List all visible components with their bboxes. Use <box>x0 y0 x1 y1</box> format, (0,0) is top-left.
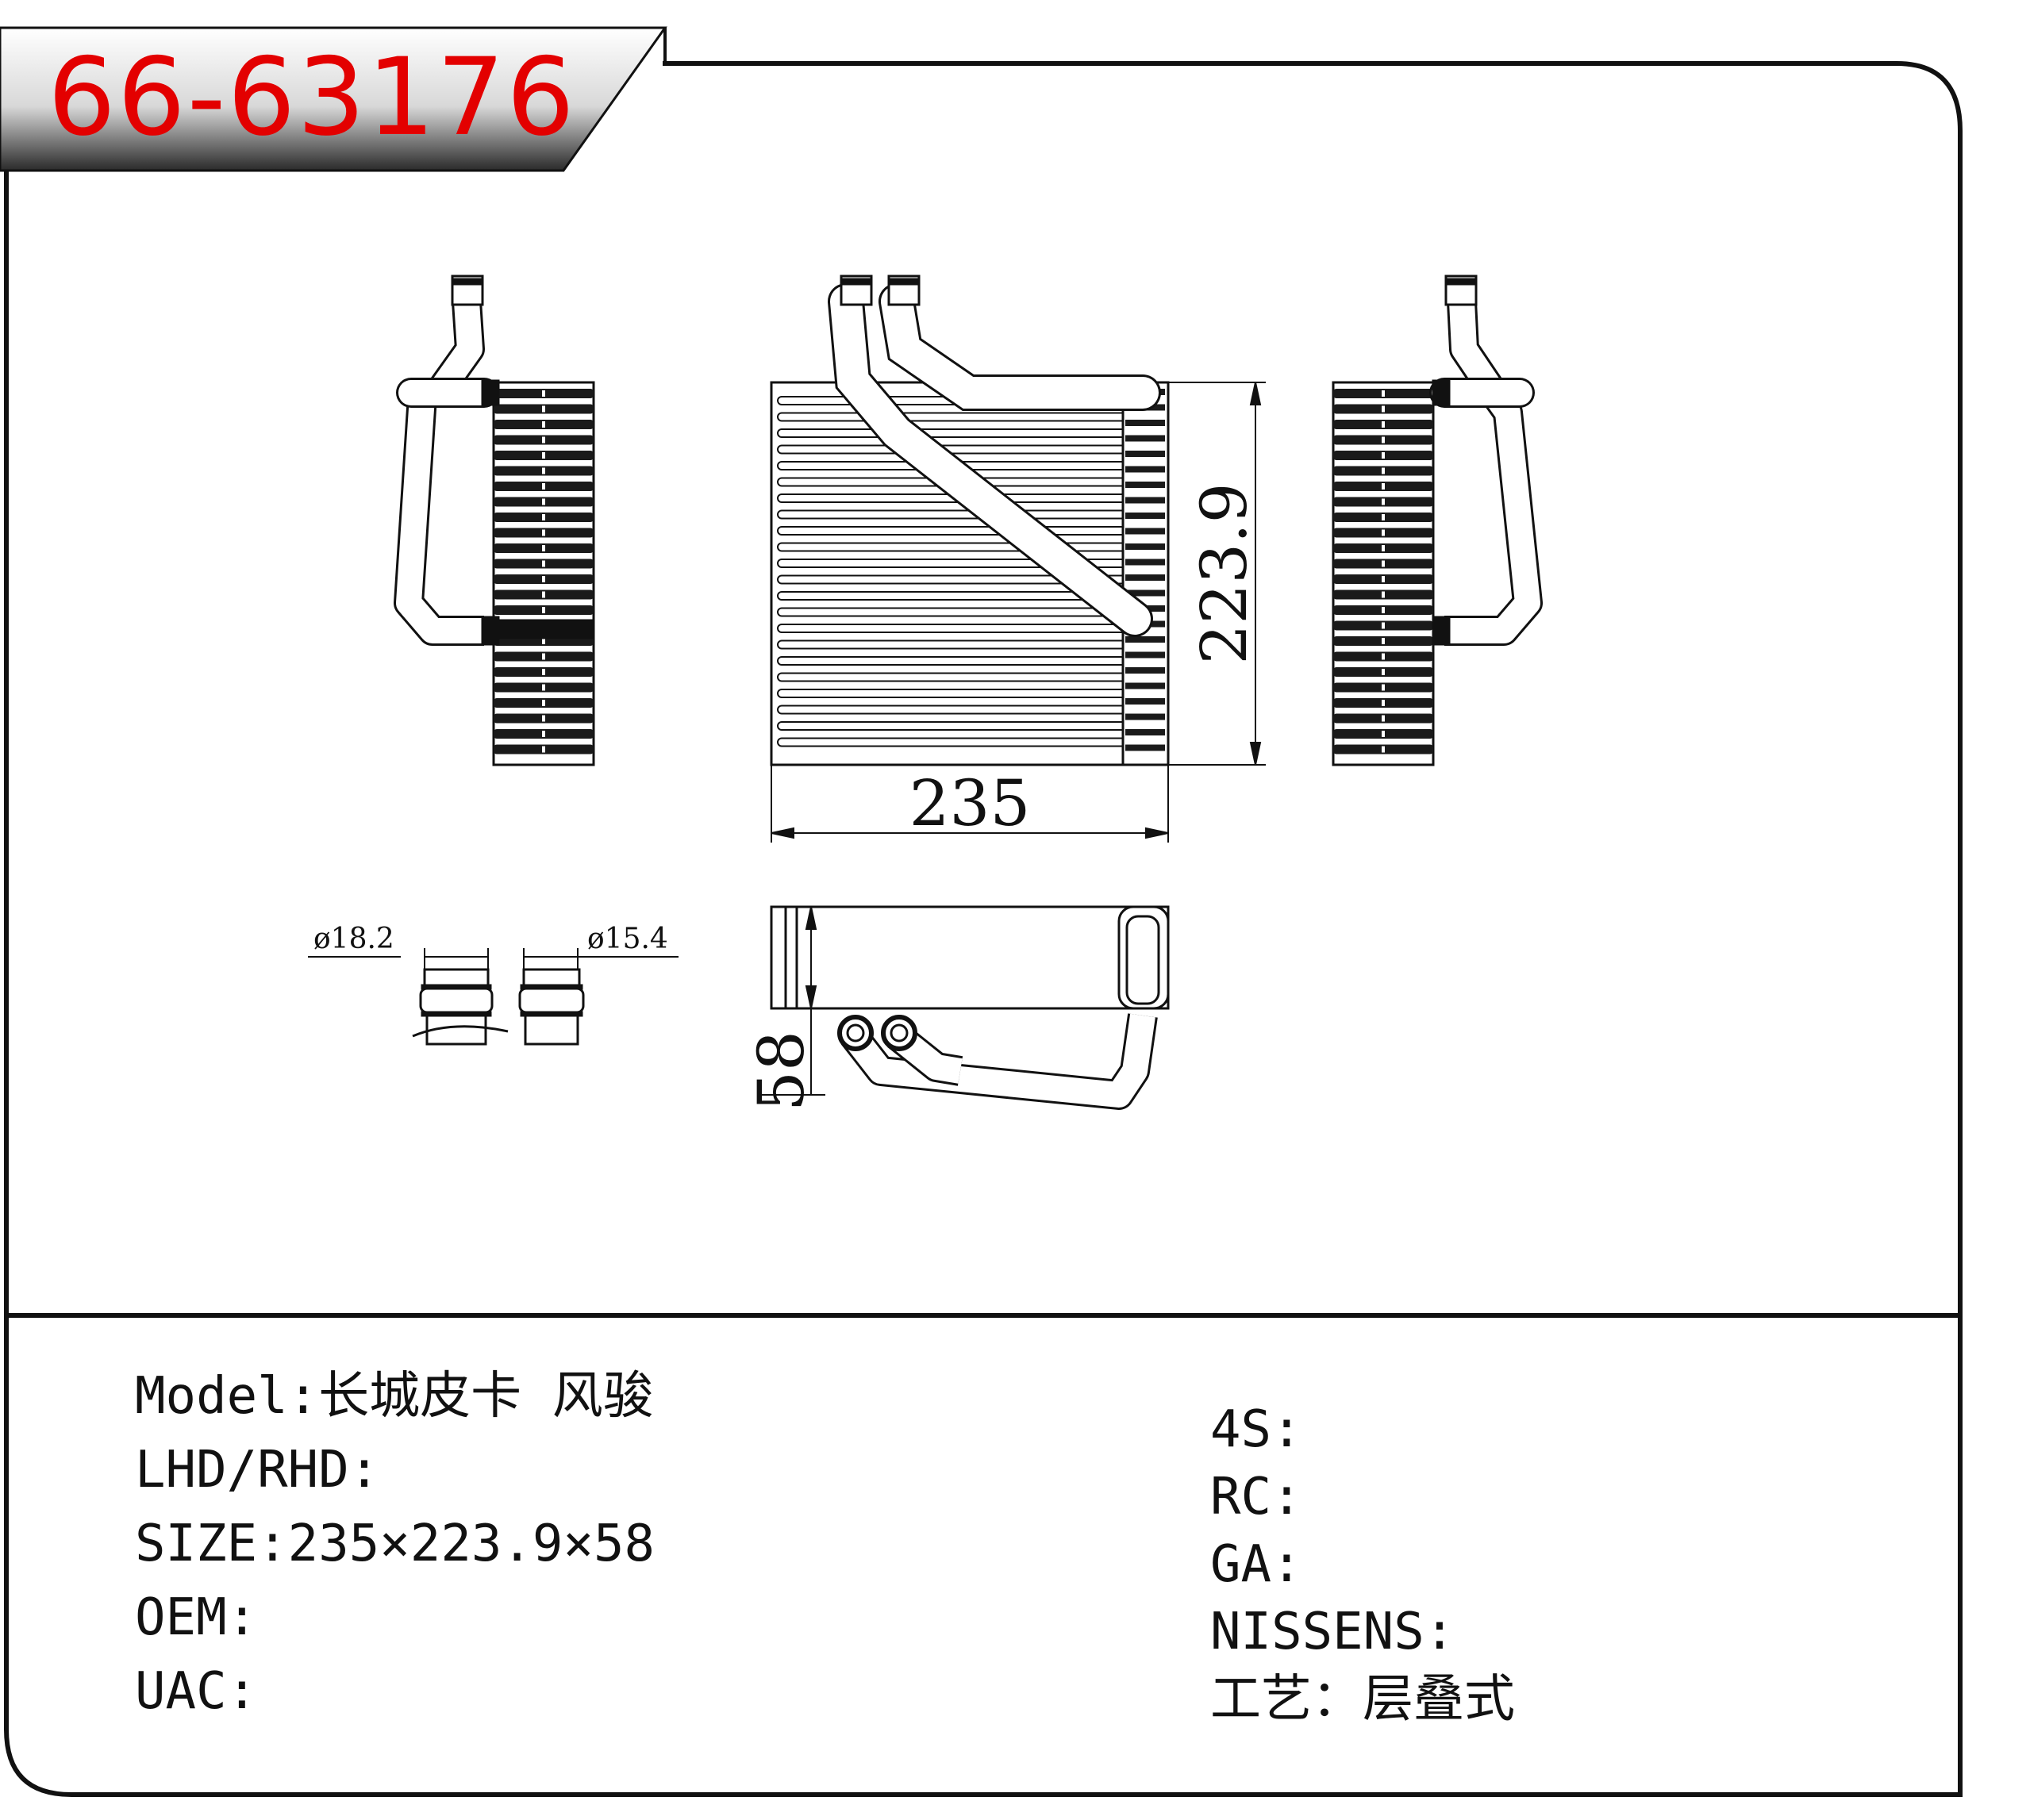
dimension-height <box>1168 382 1266 766</box>
header-fin <box>1125 497 1165 504</box>
spec-left-row: OEM: <box>135 1592 257 1643</box>
tube <box>777 656 1151 666</box>
front-view <box>770 275 1170 766</box>
header-fin <box>1125 528 1165 535</box>
pipe-large-diameter-label: ø18.2 <box>313 923 394 955</box>
spec-left-separator: : <box>226 1588 258 1647</box>
header-fin <box>1125 420 1165 426</box>
header-fin <box>1125 636 1165 643</box>
header-fin <box>1125 513 1165 519</box>
spec-left-label: UAC <box>135 1662 227 1721</box>
left-side-view <box>394 275 595 766</box>
spec-left-separator: : <box>348 1441 380 1499</box>
tube <box>777 428 1151 438</box>
spec-right-label: RC <box>1210 1468 1272 1526</box>
header-fin <box>1125 729 1165 735</box>
tube <box>777 721 1151 731</box>
spec-left-label: LHD/RHD <box>135 1441 349 1499</box>
spec-right-separator: : <box>1271 1468 1302 1526</box>
spec-right-separator: ： <box>1312 1670 1363 1729</box>
spec-left-separator: : <box>287 1367 319 1426</box>
header-fin <box>1125 744 1165 751</box>
spec-right-separator: : <box>1271 1535 1302 1594</box>
dimension-width <box>771 765 1169 843</box>
dimension-depth-label: 58 <box>744 1031 818 1112</box>
tube <box>777 624 1151 633</box>
drawing-frame <box>4 61 1963 1797</box>
front-view-header-fins <box>1125 389 1165 751</box>
tube <box>777 639 1151 650</box>
spec-left-row: Model:长城皮卡 风骏 <box>135 1371 654 1422</box>
tube <box>777 737 1151 747</box>
header-fin <box>1125 451 1165 457</box>
header-fin <box>1125 543 1165 550</box>
spec-right-row: RC: <box>1210 1472 1302 1522</box>
spec-right-label: GA <box>1210 1535 1272 1594</box>
header-fin <box>1125 667 1165 674</box>
right-side-view <box>1332 275 1543 766</box>
right-side-view-fins <box>1333 389 1433 754</box>
tube <box>777 542 1151 552</box>
spec-left-row: LHD/RHD: <box>135 1445 379 1496</box>
header-fin <box>1125 559 1165 566</box>
spec-left-value: 长城皮卡 风骏 <box>318 1367 654 1426</box>
fitting-detail <box>308 948 679 1046</box>
tube <box>777 526 1151 536</box>
tube <box>777 672 1151 682</box>
spec-right-label: 4S <box>1210 1400 1272 1459</box>
spec-right-value: 层叠式 <box>1363 1670 1515 1729</box>
spec-right-separator: : <box>1271 1400 1302 1459</box>
left-side-view-fins <box>494 389 594 754</box>
dimension-depth <box>762 906 825 1096</box>
header-fin <box>1125 589 1165 597</box>
spec-right-row: GA: <box>1210 1539 1302 1590</box>
header-fin <box>1125 713 1165 720</box>
tube <box>777 689 1151 698</box>
spec-left-row: SIZE:235×223.9×58 <box>135 1519 655 1569</box>
dimension-height-label: 223.9 <box>1187 482 1261 664</box>
part-number-tag <box>0 26 667 172</box>
spec-right-row: 工艺：层叠式 <box>1210 1674 1515 1725</box>
header-fin <box>1125 482 1165 488</box>
top-view <box>770 905 1170 1110</box>
header-fin <box>1125 651 1165 659</box>
tube <box>777 444 1151 455</box>
header-fin <box>1125 698 1165 705</box>
spec-left-label: SIZE <box>135 1515 258 1573</box>
tube <box>777 509 1151 520</box>
dimension-width-label: 235 <box>909 766 1031 840</box>
spec-right-separator: : <box>1424 1603 1455 1661</box>
spec-left-separator: : <box>226 1662 258 1721</box>
spec-right-row: 4S: <box>1210 1404 1302 1455</box>
spec-right-label: 工艺 <box>1210 1670 1312 1729</box>
spec-left-label: OEM <box>135 1588 227 1647</box>
pipe-small-diameter-label: ø15.4 <box>587 923 668 955</box>
header-fin <box>1125 574 1165 581</box>
spec-right-label: NISSENS <box>1210 1603 1424 1661</box>
spec-right-row: NISSENS: <box>1210 1607 1455 1657</box>
spec-left-value: 235×223.9×58 <box>287 1515 656 1573</box>
tube <box>777 705 1151 715</box>
tube <box>777 412 1151 422</box>
spec-left-row: UAC: <box>135 1666 257 1717</box>
header-fin <box>1125 466 1165 473</box>
spec-left-label: Model <box>135 1367 288 1426</box>
part-number: 66-63176 <box>48 35 576 159</box>
spec-left-separator: : <box>257 1515 288 1573</box>
header-fin <box>1125 435 1165 442</box>
header-fin <box>1125 682 1165 689</box>
